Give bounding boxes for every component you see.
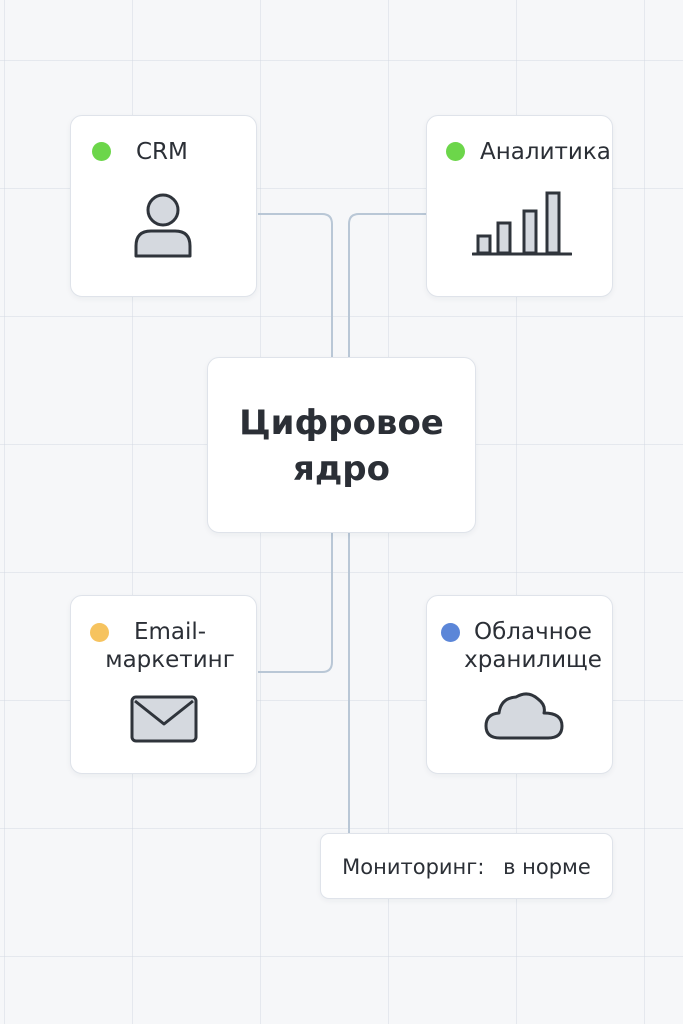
cloud-title: Облачное хранилище [464,618,602,674]
analytics-card[interactable]: Аналитика [426,115,613,297]
digital-core-card[interactable]: Цифровое ядро [207,357,476,533]
crm-status-dot [92,142,111,161]
cloud-icon [484,692,564,740]
cloud-storage-card[interactable]: Облачное хранилище [426,595,613,774]
analytics-title: Аналитика [480,139,611,165]
cloud-status-dot [441,623,460,642]
email-status-dot [90,623,109,642]
email-card[interactable]: Email- маркетинг [70,595,257,774]
core-title: Цифровое ядро [208,400,475,492]
monitoring-status-card[interactable]: Мониторинг: в норме [320,833,613,899]
user-icon [134,193,192,258]
core-title-line1: Цифровое [239,403,444,443]
monitoring-value: в норме [503,855,591,879]
core-title-line2: ядро [293,449,390,489]
crm-title: CRM [136,139,188,165]
monitoring-label: Мониторинг: [342,855,485,879]
connector-core-email [258,533,333,673]
envelope-icon [130,695,198,743]
analytics-status-dot [446,142,465,161]
cloud-title-line1: Облачное [474,619,592,645]
email-title: Email- маркетинг [105,618,235,674]
bar-chart-icon [472,191,572,256]
cloud-title-line2: хранилище [464,647,602,673]
email-title-line1: Email- [133,619,207,645]
connector-crm-core [258,213,333,357]
email-title-line2: маркетинг [105,647,235,673]
monitoring-status: Мониторинг: в норме [321,853,612,881]
crm-card[interactable]: CRM [70,115,257,297]
connector-analytics-core [348,213,426,357]
